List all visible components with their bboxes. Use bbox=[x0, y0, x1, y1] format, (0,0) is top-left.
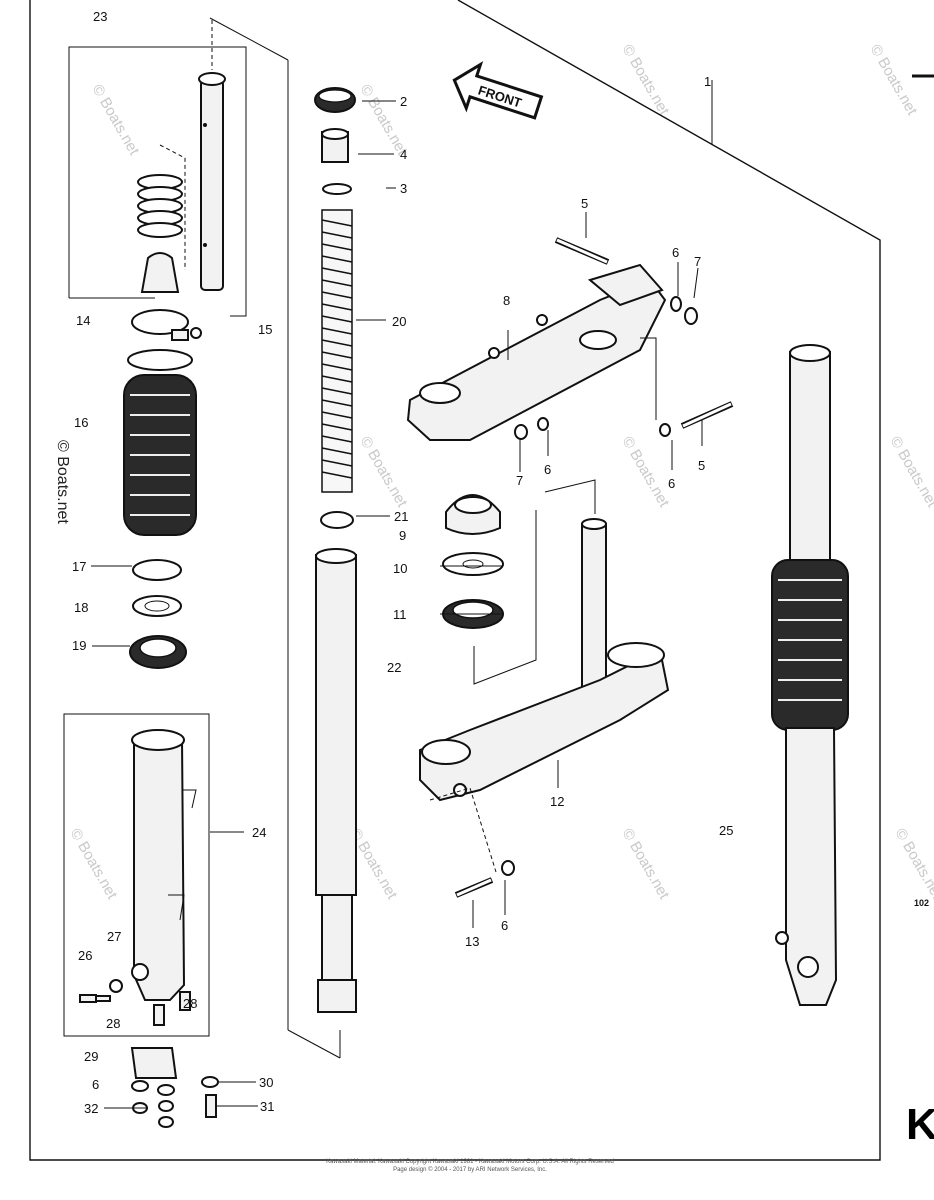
footer-line-2: Page design © 2004 - 2017 by ARI Network… bbox=[393, 1167, 547, 1173]
center-fork-stack bbox=[314, 87, 357, 1013]
callout-numbers: 1 2 3 4 5 5 6 6 6 6 6 7 7 8 9 10 11 12 1… bbox=[72, 9, 733, 1116]
callout-28b: 28 bbox=[183, 996, 197, 1011]
page-frame bbox=[29, 0, 881, 1161]
callout-18: 18 bbox=[74, 600, 88, 615]
part-15-inner-damper bbox=[198, 20, 226, 291]
callout-10: 10 bbox=[393, 561, 407, 576]
rebound-spring bbox=[137, 174, 183, 238]
footer-line-1: Kawasaki Material: Kawasaki Copyright Ka… bbox=[326, 1159, 614, 1165]
callout-17: 17 bbox=[72, 559, 86, 574]
watermark: © Boats.net bbox=[619, 434, 673, 511]
group-boxes bbox=[63, 17, 341, 1059]
watermark: © Boats.net bbox=[67, 826, 121, 903]
watermark: © Boats.net bbox=[887, 434, 934, 511]
callout-27: 27 bbox=[107, 929, 121, 944]
callout-14: 14 bbox=[76, 313, 90, 328]
part-25-fork-assembly bbox=[771, 344, 849, 1006]
page-id: 102 bbox=[914, 898, 930, 908]
callout-25: 25 bbox=[719, 823, 733, 838]
callout-6c: 6 bbox=[668, 476, 675, 491]
callout-19: 19 bbox=[72, 638, 86, 653]
callout-3: 3 bbox=[400, 181, 407, 196]
callout-31: 31 bbox=[260, 1099, 274, 1114]
callout-23: 23 bbox=[93, 9, 107, 24]
callout-32: 32 bbox=[84, 1101, 98, 1116]
callout-7a: 7 bbox=[694, 254, 701, 269]
callout-16: 16 bbox=[74, 415, 88, 430]
part-23-rebound-assembly bbox=[137, 144, 186, 293]
part-8-upper-bracket bbox=[406, 263, 667, 441]
part-24-outer-tube bbox=[131, 729, 197, 1001]
upper-bracket-hardware bbox=[514, 237, 734, 440]
callout-5a: 5 bbox=[581, 196, 588, 211]
watermark: © Boats.net bbox=[619, 826, 673, 903]
leader-lines bbox=[91, 80, 713, 1109]
section-letter: K bbox=[906, 1100, 934, 1149]
part-16-fork-boot bbox=[123, 349, 197, 536]
callout-1: 1 bbox=[704, 74, 711, 89]
parts-17-18-19-seals bbox=[129, 559, 187, 669]
front-direction-arrow: FRONT bbox=[452, 61, 544, 120]
watermark: © Boats.net bbox=[357, 434, 411, 511]
callout-6b: 6 bbox=[544, 462, 551, 477]
callout-26: 26 bbox=[78, 948, 92, 963]
watermark: © Boats.net bbox=[89, 82, 143, 159]
callout-15: 15 bbox=[258, 322, 272, 337]
callout-24: 24 bbox=[252, 825, 266, 840]
callout-30: 30 bbox=[259, 1075, 273, 1090]
watermark-dark: © Boats.net bbox=[54, 440, 71, 524]
callout-11: 11 bbox=[393, 607, 407, 622]
callout-13: 13 bbox=[465, 934, 479, 949]
callout-29: 29 bbox=[84, 1049, 98, 1064]
callout-6a: 6 bbox=[672, 245, 679, 260]
copyright-footer: Kawasaki Material: Kawasaki Copyright Ka… bbox=[300, 1158, 640, 1174]
callout-20: 20 bbox=[392, 314, 406, 329]
part-12-steering-stem bbox=[419, 518, 670, 873]
callout-28a: 28 bbox=[106, 1016, 120, 1031]
callout-9: 9 bbox=[399, 528, 406, 543]
callout-8: 8 bbox=[503, 293, 510, 308]
callout-6e: 6 bbox=[92, 1077, 99, 1092]
callout-7b: 7 bbox=[516, 473, 523, 488]
part-14-clamp bbox=[131, 309, 202, 341]
watermark: © Boats.net bbox=[892, 826, 934, 903]
fork-spring bbox=[321, 209, 353, 493]
callout-12: 12 bbox=[550, 794, 564, 809]
callout-2: 2 bbox=[400, 94, 407, 109]
callout-21: 21 bbox=[394, 509, 408, 524]
small-hardware bbox=[79, 979, 219, 1128]
steering-bearing-set bbox=[442, 479, 596, 685]
callout-22: 22 bbox=[387, 660, 401, 675]
callout-5b: 5 bbox=[698, 458, 705, 473]
watermark: © Boats.net bbox=[867, 42, 921, 119]
callout-4: 4 bbox=[400, 147, 407, 162]
part-13-bolt bbox=[454, 860, 515, 898]
callout-6d: 6 bbox=[501, 918, 508, 933]
